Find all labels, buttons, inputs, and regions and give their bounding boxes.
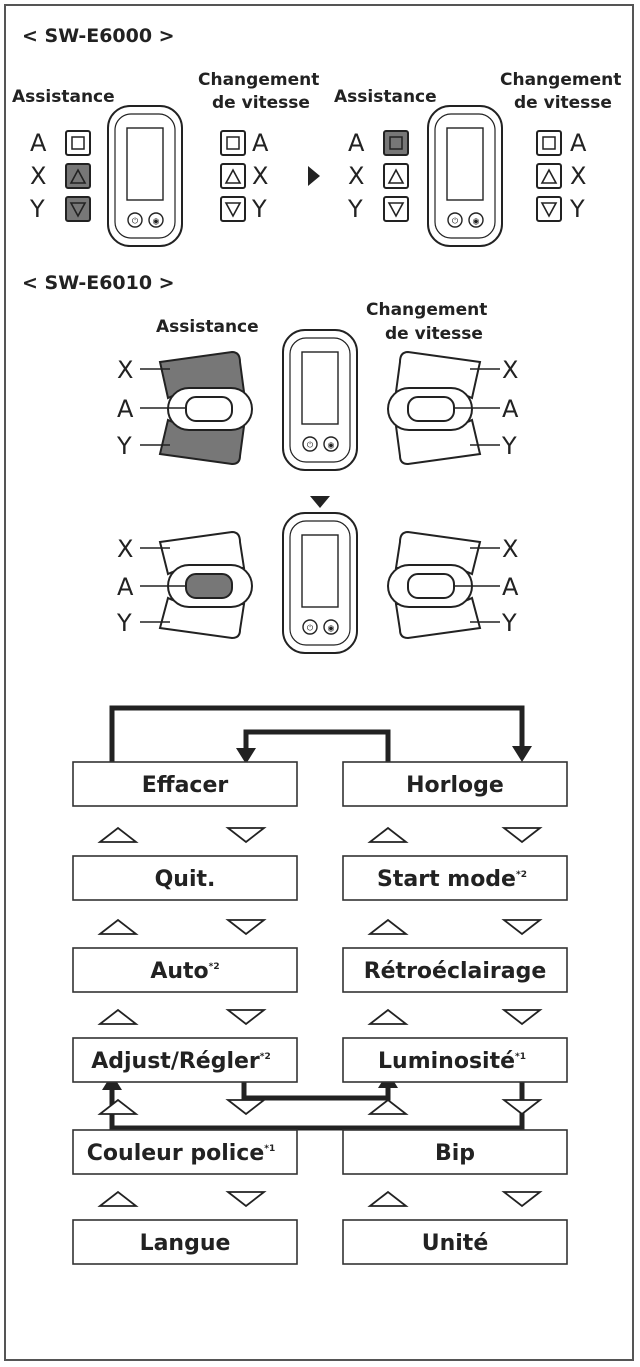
triangle-down-icon (501, 827, 543, 844)
triangle-down-icon (225, 1191, 267, 1208)
triangle-up-icon (97, 918, 139, 935)
arrow-down-icon (310, 496, 330, 508)
button-label-y: Y (29, 195, 45, 223)
display-unit-2 (427, 105, 503, 247)
shift-buttons-1: A X Y (220, 129, 269, 223)
button-label-a-2: A (348, 129, 365, 157)
triangle-down-icon (225, 1009, 267, 1026)
assist-buttons-1: A X Y (29, 129, 91, 223)
menu-left-column: Effacer Quit. Auto*2 Adjust/Régler*2 Cou… (72, 761, 298, 1265)
assist-label-2: Assistance (334, 87, 437, 107)
triangle-up-icon (367, 918, 409, 935)
triangle-up-icon (367, 1098, 409, 1115)
switch-label-x-r: X (502, 356, 518, 384)
menu-item-quit: Quit. (72, 855, 298, 901)
display-unit-3 (282, 329, 358, 471)
display-unit-4 (282, 512, 358, 654)
triangle-up-icon (97, 826, 139, 843)
triangle-up-icon (97, 1098, 139, 1115)
menu-item-luminosite: Luminosité*1 (342, 1037, 568, 1083)
display-unit-1 (107, 105, 183, 247)
menu-item-label: Couleur police*1 (87, 1141, 275, 1166)
switch-label-y: Y (116, 432, 132, 460)
shift-label-2a: Changement (500, 70, 621, 90)
shift-label-y-2: Y (569, 195, 585, 223)
menu-item-label: Start mode*2 (377, 867, 527, 892)
switch-label-y-r: Y (501, 432, 517, 460)
shift-label-1a: Changement (198, 70, 319, 90)
nav-triangles (97, 826, 543, 1208)
assist-label-1: Assistance (12, 87, 115, 107)
switch-label-x: X (117, 356, 133, 384)
switch-label-a-r: A (502, 395, 519, 423)
triangle-down-icon (501, 1099, 543, 1116)
shift-label-x: X (252, 162, 268, 190)
menu-item-label: Horloge (406, 773, 504, 798)
arrow-right-icon (308, 166, 320, 186)
assist-label-3: Assistance (156, 317, 259, 337)
shift-label-y: Y (251, 195, 267, 223)
triangle-down-icon (225, 919, 267, 936)
shift-switch-bottom: X A Y (387, 530, 519, 640)
menu-item-langue: Langue (72, 1219, 298, 1265)
shift-label-a-2: A (570, 129, 587, 157)
menu-item-start-mode: Start mode*2 (342, 855, 568, 901)
menu-item-label: Langue (140, 1231, 231, 1256)
button-label-x-2: X (348, 162, 364, 190)
assist-buttons-2: A X Y (347, 129, 409, 223)
shift-switch-top: X A Y (387, 350, 519, 466)
triangle-up-icon (97, 1190, 139, 1207)
menu-item-label: Unité (422, 1231, 489, 1256)
assist-switch-top: X A Y (116, 350, 253, 466)
menu-item-label: Luminosité*1 (378, 1049, 526, 1074)
section-title-sw-e6000: < SW-E6000 > (22, 25, 175, 47)
switch-label-x-b: X (117, 535, 133, 563)
menu-item-unite: Unité (342, 1219, 568, 1265)
switch-label-a-rb: A (502, 573, 519, 601)
menu-item-retroeclairage: Rétroéclairage (342, 947, 568, 993)
section-title-sw-e6010: < SW-E6010 > (22, 272, 175, 294)
triangle-up-icon (367, 826, 409, 843)
assist-switch-bottom: X A Y (116, 530, 253, 640)
switch-label-a-b: A (117, 573, 134, 601)
triangle-up-icon (97, 1008, 139, 1025)
triangle-down-icon (501, 919, 543, 936)
menu-item-bip: Bip (342, 1129, 568, 1175)
menu-item-couleur-police: Couleur police*1 (72, 1129, 298, 1175)
menu-item-label: Effacer (142, 773, 229, 798)
menu-item-label: Auto*2 (150, 959, 219, 984)
shift-label-1b: de vitesse (212, 93, 310, 113)
triangle-down-icon (501, 1191, 543, 1208)
shift-label-2b: de vitesse (514, 93, 612, 113)
switch-label-a: A (117, 395, 134, 423)
arrowhead-down-icon (512, 746, 532, 762)
menu-item-label: Bip (435, 1141, 475, 1166)
triangle-up-icon (367, 1190, 409, 1207)
shift-buttons-2: A X Y (536, 129, 587, 223)
menu-item-effacer: Effacer (72, 761, 298, 807)
switch-label-x-rb: X (502, 535, 518, 563)
shift-label-3b: de vitesse (385, 324, 483, 344)
shift-label-x-2: X (570, 162, 586, 190)
triangle-down-icon (225, 827, 267, 844)
switch-label-y-b: Y (116, 609, 132, 637)
button-label-x: X (30, 162, 46, 190)
button-label-y-2: Y (347, 195, 363, 223)
menu-item-auto: Auto*2 (72, 947, 298, 993)
menu-item-adjust: Adjust/Régler*2 (72, 1037, 298, 1083)
button-label-a: A (30, 129, 47, 157)
switch-label-y-rb: Y (501, 609, 517, 637)
menu-right-column: Horloge Start mode*2 Rétroéclairage Lumi… (342, 761, 568, 1265)
triangle-up-icon (367, 1008, 409, 1025)
menu-item-label: Rétroéclairage (364, 959, 547, 984)
menu-item-label: Quit. (155, 867, 216, 892)
menu-item-horloge: Horloge (342, 761, 568, 807)
shift-label-3a: Changement (366, 300, 487, 320)
menu-item-label: Adjust/Régler*2 (91, 1049, 271, 1074)
shift-label-a: A (252, 129, 269, 157)
arrowhead-down-icon (236, 748, 256, 764)
triangle-down-icon (501, 1009, 543, 1026)
triangle-down-icon (225, 1099, 267, 1116)
